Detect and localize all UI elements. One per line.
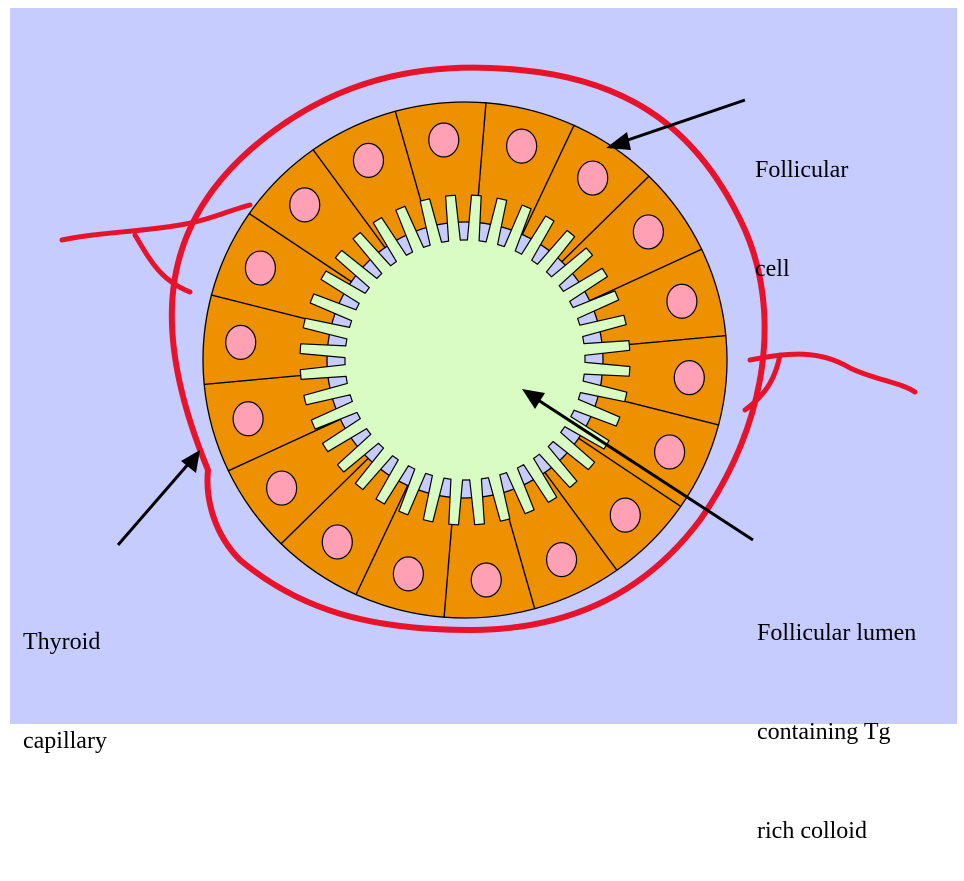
follicular-lumen-label: Follicular lumen containing Tg rich coll… (757, 551, 916, 881)
nucleus (393, 557, 423, 591)
nucleus (507, 129, 537, 163)
nucleus (674, 361, 704, 395)
nucleus (471, 563, 501, 597)
follicular-lumen-label-line: Follicular lumen (757, 617, 916, 650)
follicular-lumen-label-line: rich colloid (757, 815, 916, 848)
nucleus (429, 123, 459, 157)
nucleus (547, 543, 577, 577)
thyroid-capillary-label-line: capillary (23, 725, 107, 758)
thyroid-capillary-arrow (118, 462, 190, 545)
nucleus (353, 143, 383, 177)
follicular-cell-label-line: cell (755, 253, 848, 286)
nucleus (633, 215, 663, 249)
capillary-vessel (62, 205, 250, 240)
follicular-cell-arrowhead (606, 132, 631, 150)
nucleus (578, 161, 608, 195)
nucleus (226, 325, 256, 359)
nucleus (233, 402, 263, 436)
nucleus (290, 188, 320, 222)
thyroid-capillary-label-line: Thyroid (23, 626, 107, 659)
nucleus (655, 435, 685, 469)
nucleus (245, 251, 275, 285)
nucleus (322, 525, 352, 559)
thyroid-capillary-label: Thyroid capillary (23, 560, 107, 791)
follicular-cell-label: Follicular cell (755, 88, 848, 319)
follicular-lumen-label-line: containing Tg (757, 716, 916, 749)
follicular-cell-label-line: Follicular (755, 154, 848, 187)
nucleus (610, 498, 640, 532)
nucleus (667, 284, 697, 318)
nucleus (267, 471, 297, 505)
